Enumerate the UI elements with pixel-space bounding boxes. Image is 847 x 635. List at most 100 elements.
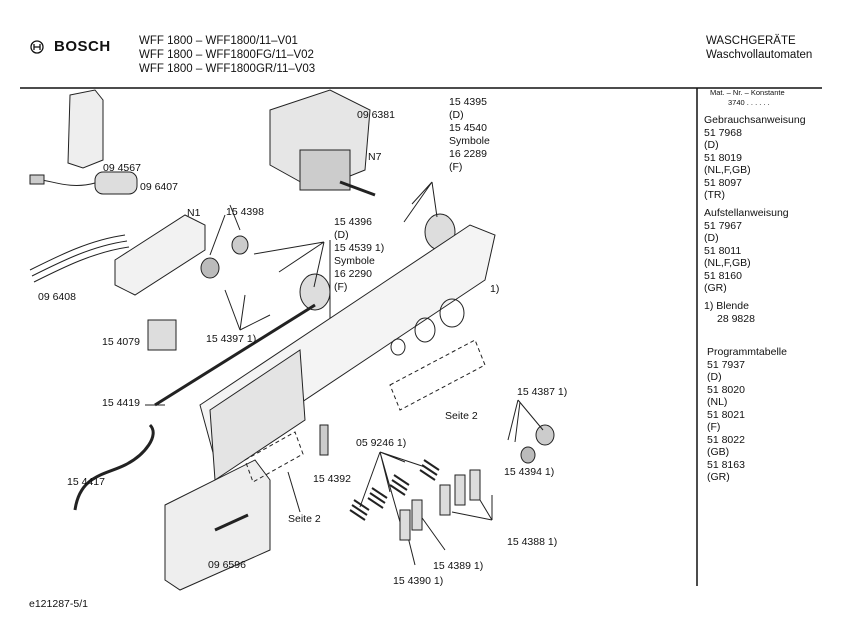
blende-section: 1) Blende 28 9828 <box>704 300 755 325</box>
drawing-code: e121287-5/1 <box>29 598 88 610</box>
part-label: N7 <box>368 151 382 163</box>
part-label: 15 4417 <box>67 476 105 488</box>
part-label: 09 6407 <box>140 181 178 193</box>
bosch-logo: BOSCH <box>30 38 111 55</box>
part-label: 15 4079 <box>102 336 140 348</box>
section-line: (NL) <box>707 396 728 408</box>
section-line: 51 7968 <box>704 126 742 139</box>
section-line: 51 8160 <box>704 269 742 282</box>
control-panel-recess <box>209 349 306 481</box>
category: WASCHGERÄTE <box>706 35 796 47</box>
connector-part <box>29 174 45 185</box>
model-line: WFF 1800 – WFF1800/11–V01 <box>139 35 298 47</box>
section-line: 51 8020 <box>707 383 745 396</box>
part-label: 15 4389 1) <box>433 560 484 572</box>
push-button-part <box>411 499 423 531</box>
spring-part <box>367 487 388 509</box>
part-label: 15 4388 1) <box>507 536 558 548</box>
section-line: (D) <box>704 139 719 151</box>
section-line: 51 7967 <box>704 219 742 232</box>
leader-lines <box>359 451 426 523</box>
section-line: (GB) <box>707 446 730 458</box>
capacitor-wire <box>39 179 96 186</box>
part-label: 15 4394 1) <box>504 466 555 478</box>
spring-part <box>349 499 370 521</box>
model-list: WFF 1800 – WFF1800/11–V01 WFF 1800 – WFF… <box>139 34 315 76</box>
knob-part <box>535 424 555 446</box>
leader-lines <box>224 289 271 331</box>
detergent-drawer-part <box>164 459 271 591</box>
hose-part <box>73 423 155 511</box>
part-label: 15 4419 <box>102 397 140 409</box>
subcategory: Waschvollautomaten <box>706 49 813 61</box>
brand: BOSCH <box>54 38 111 55</box>
knob-part <box>231 235 249 255</box>
leader-lines <box>287 471 301 513</box>
mat-nr-value: 3740 . . . . . . <box>728 98 770 107</box>
part-label: 15 4398 <box>226 206 264 218</box>
part-label: 15 4390 1) <box>393 575 444 587</box>
section-line: 51 8011 <box>704 244 742 257</box>
leader-lines <box>404 514 446 566</box>
part-label: 09 6408 <box>38 291 76 303</box>
section-title: Programmtabelle <box>707 346 787 358</box>
knob-opening <box>414 317 436 343</box>
dashed-reference-box <box>244 431 304 483</box>
part-label: 09 6596 <box>208 559 246 571</box>
circuit-board-n1 <box>114 214 206 296</box>
push-button-part <box>454 474 466 506</box>
model-line: WFF 1800 – WFF1800FG/11–V02 <box>139 49 314 61</box>
part-label: N1 <box>187 207 201 219</box>
spring-part <box>389 474 410 496</box>
section-line: 28 9828 <box>717 312 755 325</box>
drawer-handle <box>214 513 249 532</box>
leader-lines <box>253 240 331 330</box>
programmtabelle-section: Programmtabelle 51 7937 (D) 51 8020 (NL)… <box>707 346 787 484</box>
section-title: Gebrauchsanweisung <box>704 114 806 126</box>
seal-part <box>154 303 316 407</box>
part-label: 05 9246 1) <box>356 437 407 449</box>
section-line: (D) <box>707 371 722 383</box>
aufstellanweisung-section: Aufstellanweisung 51 7967 (D) 51 8011 (N… <box>704 207 789 295</box>
push-button-parts <box>399 469 481 541</box>
section-line: 51 8021 <box>707 408 745 421</box>
model-line: WFF 1800 – WFF1800GR/11–V03 <box>139 63 316 75</box>
capacitor-part <box>94 171 138 195</box>
knob-opening <box>439 298 465 328</box>
part-label: Seite 2 <box>445 410 478 422</box>
part-label: 15 4397 1) <box>206 333 257 345</box>
section-line: (D) <box>704 232 719 244</box>
gebrauchsanweisung-section: Gebrauchsanweisung 51 7968 (D) 51 8019 (… <box>704 114 806 202</box>
push-button-part <box>399 509 411 541</box>
programmer-shaft <box>339 180 376 197</box>
section-line: 51 8097 <box>704 176 742 189</box>
leader-lines <box>209 181 438 256</box>
part-label: 09 6381 <box>357 109 395 121</box>
section-line: 51 7937 <box>707 358 745 371</box>
part-label: 09 4567 <box>103 162 141 174</box>
relay-part <box>147 319 177 351</box>
part-label: 15 4396 (D) 15 4539 1) Symbole 16 2290 (… <box>334 216 385 293</box>
knob-part <box>299 273 331 311</box>
mat-nr-label: Mat. – Nr. – Konstante <box>710 88 785 97</box>
section-line: (TR) <box>704 189 725 201</box>
knob-opening <box>390 338 406 356</box>
bracket-part <box>67 89 104 169</box>
part-label: 15 4395 (D) 15 4540 Symbole 16 2289 (F) <box>449 96 490 173</box>
spring-part <box>419 459 440 481</box>
light-pipe-part <box>319 424 329 456</box>
section-title: 1) Blende <box>704 300 749 312</box>
part-label: 15 4387 1) <box>517 386 568 398</box>
section-line: (NL,F,GB) <box>704 164 751 176</box>
part-label: 1) <box>490 283 500 295</box>
leader-lines <box>507 399 544 443</box>
section-line: (GR) <box>707 471 730 483</box>
section-line: (GR) <box>704 282 727 294</box>
dashed-reference-box <box>389 339 486 411</box>
section-line: 51 8019 <box>704 151 742 164</box>
push-button-part <box>469 469 481 501</box>
ribbon-cable-part <box>29 234 130 283</box>
section-title: Aufstellanweisung <box>704 207 789 219</box>
push-button-part <box>439 484 451 516</box>
